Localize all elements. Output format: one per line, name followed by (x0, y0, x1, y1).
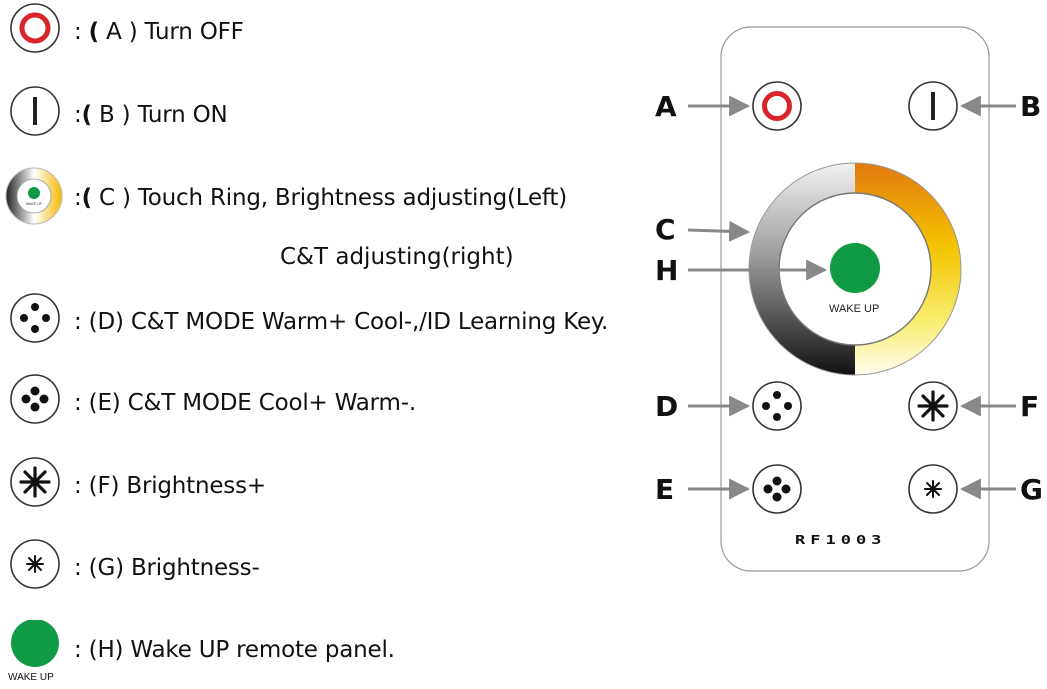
brightness-down-icon (10, 539, 60, 589)
five-dot-icon (10, 374, 60, 424)
four-dot-icon (10, 293, 60, 343)
brightness-up-icon (10, 457, 60, 507)
remote-model-name: RF1003 (795, 532, 887, 548)
callout-g: G (1020, 473, 1043, 506)
legend-label-e: : (E) C&T MODE Cool+ Warm-. (74, 390, 416, 416)
remote-button-g[interactable] (908, 464, 958, 514)
remote-button-a[interactable] (752, 81, 802, 131)
legend-label-h: : (H) Wake UP remote panel. (74, 637, 395, 663)
legend-label-g: : (G) Brightness- (74, 555, 260, 581)
power-off-icon (10, 3, 60, 53)
callout-c: C (655, 213, 676, 246)
legend-label-c-sub: C&T adjusting(right) (280, 244, 514, 270)
callout-b: B (1020, 90, 1042, 123)
callout-h: H (655, 254, 679, 287)
touch-ring-icon: WAKE UP (5, 167, 63, 225)
callout-e: E (655, 473, 675, 506)
callout-a: A (655, 90, 677, 123)
callout-arrows (687, 95, 1016, 500)
remote-button-f[interactable] (908, 381, 958, 431)
callout-f: F (1020, 390, 1040, 423)
legend-label-a: : ( A ) Turn OFF (74, 19, 244, 45)
legend-label-f: : (F) Brightness+ (74, 473, 266, 499)
wake-up-small-label: WAKE UP (8, 672, 54, 683)
svg-text:WAKE UP: WAKE UP (26, 202, 43, 206)
wake-up-icon (11, 620, 59, 667)
remote-button-e[interactable] (752, 464, 802, 514)
remote-wake-label: WAKE UP (829, 303, 880, 315)
legend-label-d: : (D) C&T MODE Warm+ Cool-,/ID Learning … (74, 309, 609, 335)
remote-button-b[interactable] (908, 81, 958, 131)
legend-label-c: :( C ) Touch Ring, Brightness adjusting(… (74, 185, 568, 211)
legend-label-b: :( B ) Turn ON (74, 102, 228, 128)
remote-wake-button[interactable] (830, 243, 880, 293)
remote-button-d[interactable] (752, 381, 802, 431)
callout-d: D (655, 390, 679, 423)
power-on-icon (10, 86, 60, 136)
